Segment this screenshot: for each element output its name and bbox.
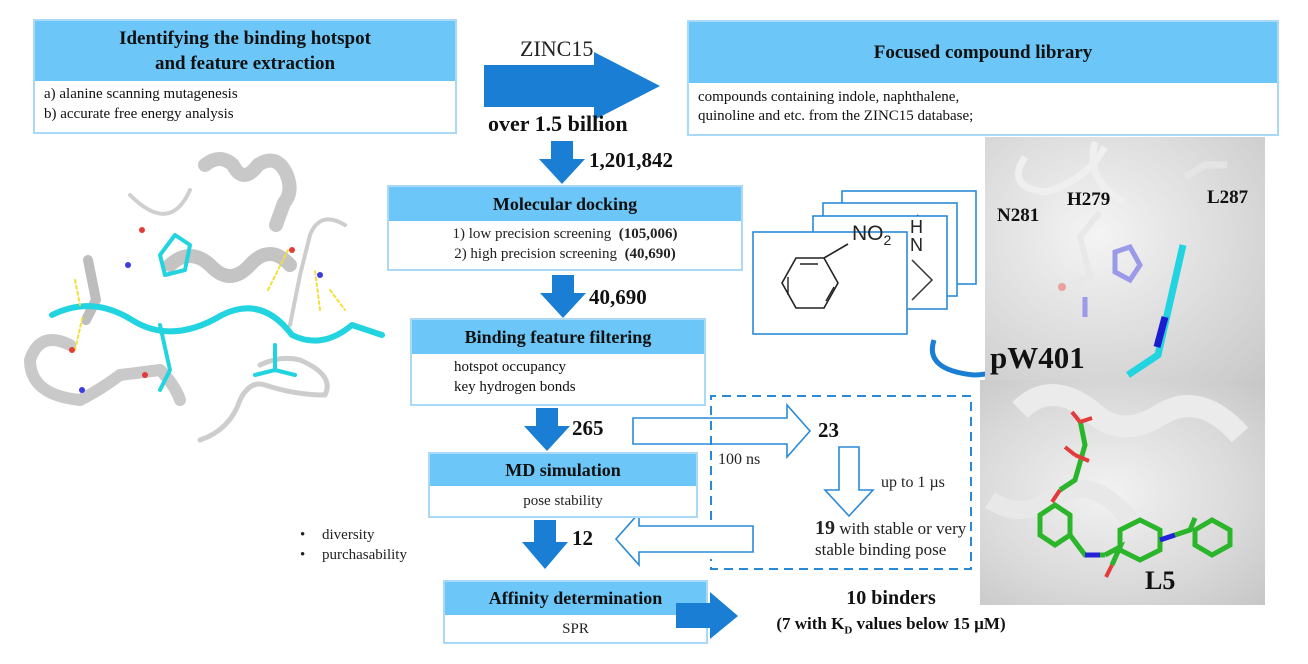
- ligand-drawing: [985, 384, 1249, 578]
- fragment-cards-image: [752, 190, 1044, 378]
- filtering-box-title: Binding feature filtering: [412, 320, 704, 354]
- md-box: MD simulation pose stability: [428, 452, 698, 518]
- selection-criteria: •diversity •purchasability: [300, 525, 407, 565]
- filtering-item: hotspot occupancy: [454, 359, 567, 375]
- ligand-label: L5: [1145, 566, 1176, 595]
- affinity-box-title: Affinity determination: [445, 582, 706, 615]
- count-after-short-md: 23: [818, 418, 839, 442]
- down-arrow-icon: [540, 275, 586, 318]
- criteria-item: •diversity: [300, 527, 375, 543]
- long-md-label: up to 1 µs: [881, 474, 945, 491]
- md-box-desc: pose stability: [523, 493, 603, 509]
- affinity-box-desc: SPR: [562, 621, 589, 637]
- indole-nh-label: H N: [910, 217, 923, 255]
- library-box: Focused compound library compounds conta…: [687, 20, 1279, 136]
- count-after-filtering: 265: [572, 416, 604, 440]
- docking-step: 1) low precision screening (105,006): [452, 226, 678, 242]
- stable-pose-text: 19 with stable or very stable binding po…: [815, 517, 967, 560]
- source-count: over 1.5 billion: [488, 111, 628, 136]
- filtering-box-items: hotspot occupancy key hydrogen bonds: [412, 354, 704, 397]
- count-after-library: 1,201,842: [589, 148, 673, 172]
- docking-step: 2) high precision screening (40,690): [454, 246, 676, 262]
- down-arrow-icon: [524, 408, 570, 451]
- hollow-right-arrow-icon: [632, 402, 812, 460]
- big-right-arrow-icon: [484, 52, 660, 120]
- criteria-item: •purchasability: [300, 547, 407, 563]
- result-title: 10 binders: [846, 587, 936, 609]
- result-block: 10 binders (7 with KD values below 15 µM…: [746, 586, 1036, 643]
- docking-box-title: Molecular docking: [389, 187, 741, 221]
- library-box-desc: compounds containing indole, naphthalene…: [698, 89, 974, 124]
- hotspot-box-title: Identifying the binding hotspot and feat…: [35, 21, 455, 81]
- protein-peptide-complex-image: [24, 152, 385, 443]
- peptide-label: pW401: [990, 340, 1085, 375]
- count-after-selection: 12: [572, 526, 593, 550]
- hollow-down-arrow-icon: [823, 446, 875, 518]
- ligand-pose-image: L5: [980, 380, 1265, 605]
- hotspot-item: b) accurate free energy analysis: [44, 106, 234, 122]
- hollow-left-arrow-icon: [614, 510, 754, 568]
- hotspot-item: a) alanine scanning mutagenesis: [44, 86, 238, 102]
- affinity-box: Affinity determination SPR: [443, 580, 708, 644]
- library-box-title: Focused compound library: [689, 22, 1277, 83]
- down-arrow-icon: [539, 141, 585, 184]
- binding-pocket-image: N281 H279 L287: [985, 137, 1265, 382]
- residue-label-n281: N281: [997, 205, 1040, 226]
- nitro-group-label: NO2: [852, 222, 892, 249]
- result-arrow-icon: [676, 592, 738, 639]
- pocket-drawing: [1014, 141, 1227, 378]
- count-after-docking: 40,690: [589, 285, 647, 309]
- hotspot-box: Identifying the binding hotspot and feat…: [33, 19, 457, 134]
- source-label: ZINC15: [520, 36, 594, 61]
- docking-box: Molecular docking 1) low precision scree…: [387, 185, 743, 271]
- result-detail: (7 with KD values below 15 µM): [776, 614, 1006, 637]
- filtering-item: key hydrogen bonds: [454, 379, 576, 395]
- residue-label-h279: H279: [1067, 189, 1111, 210]
- stable-count: 19: [815, 517, 835, 539]
- down-arrow-icon: [522, 520, 568, 569]
- docking-box-steps: 1) low precision screening (105,006) 2) …: [389, 221, 741, 264]
- filtering-box: Binding feature filtering hotspot occupa…: [410, 318, 706, 406]
- md-dashed-region: [710, 395, 972, 570]
- short-md-label: 100 ns: [718, 451, 761, 468]
- md-box-title: MD simulation: [430, 454, 696, 486]
- residue-label-l287: L287: [1207, 187, 1249, 208]
- hotspot-box-items: a) alanine scanning mutagenesis b) accur…: [35, 81, 455, 124]
